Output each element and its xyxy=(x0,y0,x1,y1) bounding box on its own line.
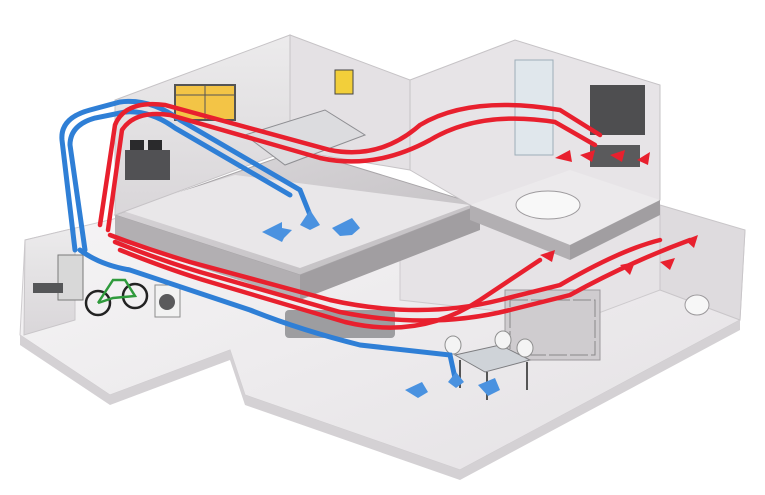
arrow-swirl-blue-icon xyxy=(478,378,500,396)
extract-duct xyxy=(77,247,458,381)
upper-slab-edge xyxy=(300,205,480,300)
monitor xyxy=(148,140,162,150)
bedroom-floor xyxy=(120,175,470,268)
toilet xyxy=(684,294,710,316)
ventilation-unit xyxy=(57,254,84,301)
arrow-swirl-red-icon xyxy=(620,262,635,275)
arrow-swirl-blue-icon xyxy=(300,210,320,230)
bicycle xyxy=(84,278,149,317)
extract-duct xyxy=(67,109,293,253)
wall-art xyxy=(334,69,354,95)
dining-chair xyxy=(516,338,534,358)
arrow-swirl-red-icon xyxy=(540,250,555,262)
bathroom-slab-edge xyxy=(470,205,570,260)
supply-duct xyxy=(97,101,603,228)
supply-duct xyxy=(107,232,663,313)
supply-duct xyxy=(105,111,598,233)
desk xyxy=(125,150,170,180)
dining-chair xyxy=(494,330,512,350)
bathroom-tiles xyxy=(590,85,645,135)
arrow-swirl-blue-icon xyxy=(262,222,292,242)
arrow-swirl-red-icon xyxy=(555,150,572,162)
bathtub xyxy=(515,190,581,220)
arrow-swirl-red-icon xyxy=(580,150,595,162)
monitor xyxy=(130,140,144,150)
bed xyxy=(243,109,367,166)
bathroom-slab-edge xyxy=(570,200,660,260)
arrow-swirl-red-icon xyxy=(660,258,675,270)
dining-chair xyxy=(444,335,462,355)
arrow-swirl-red-icon xyxy=(637,152,650,165)
dining-table xyxy=(453,344,532,373)
supply-air-arrows xyxy=(540,150,698,275)
arrow-swirl-blue-icon xyxy=(332,218,360,236)
arrow-swirl-blue-icon xyxy=(448,372,464,388)
outdoor-duct xyxy=(33,283,63,293)
arrow-swirl-red-icon xyxy=(610,150,625,162)
arrow-swirl-blue-icon xyxy=(405,382,428,398)
ground-floor-edge xyxy=(20,320,740,480)
upper-floor xyxy=(113,34,661,300)
extract-air-arrows xyxy=(262,210,500,398)
lower-bathroom-wall xyxy=(659,204,746,321)
supply-duct xyxy=(117,247,543,330)
arrow-swirl-red-icon xyxy=(685,235,698,248)
washing-machine-door xyxy=(159,294,175,310)
